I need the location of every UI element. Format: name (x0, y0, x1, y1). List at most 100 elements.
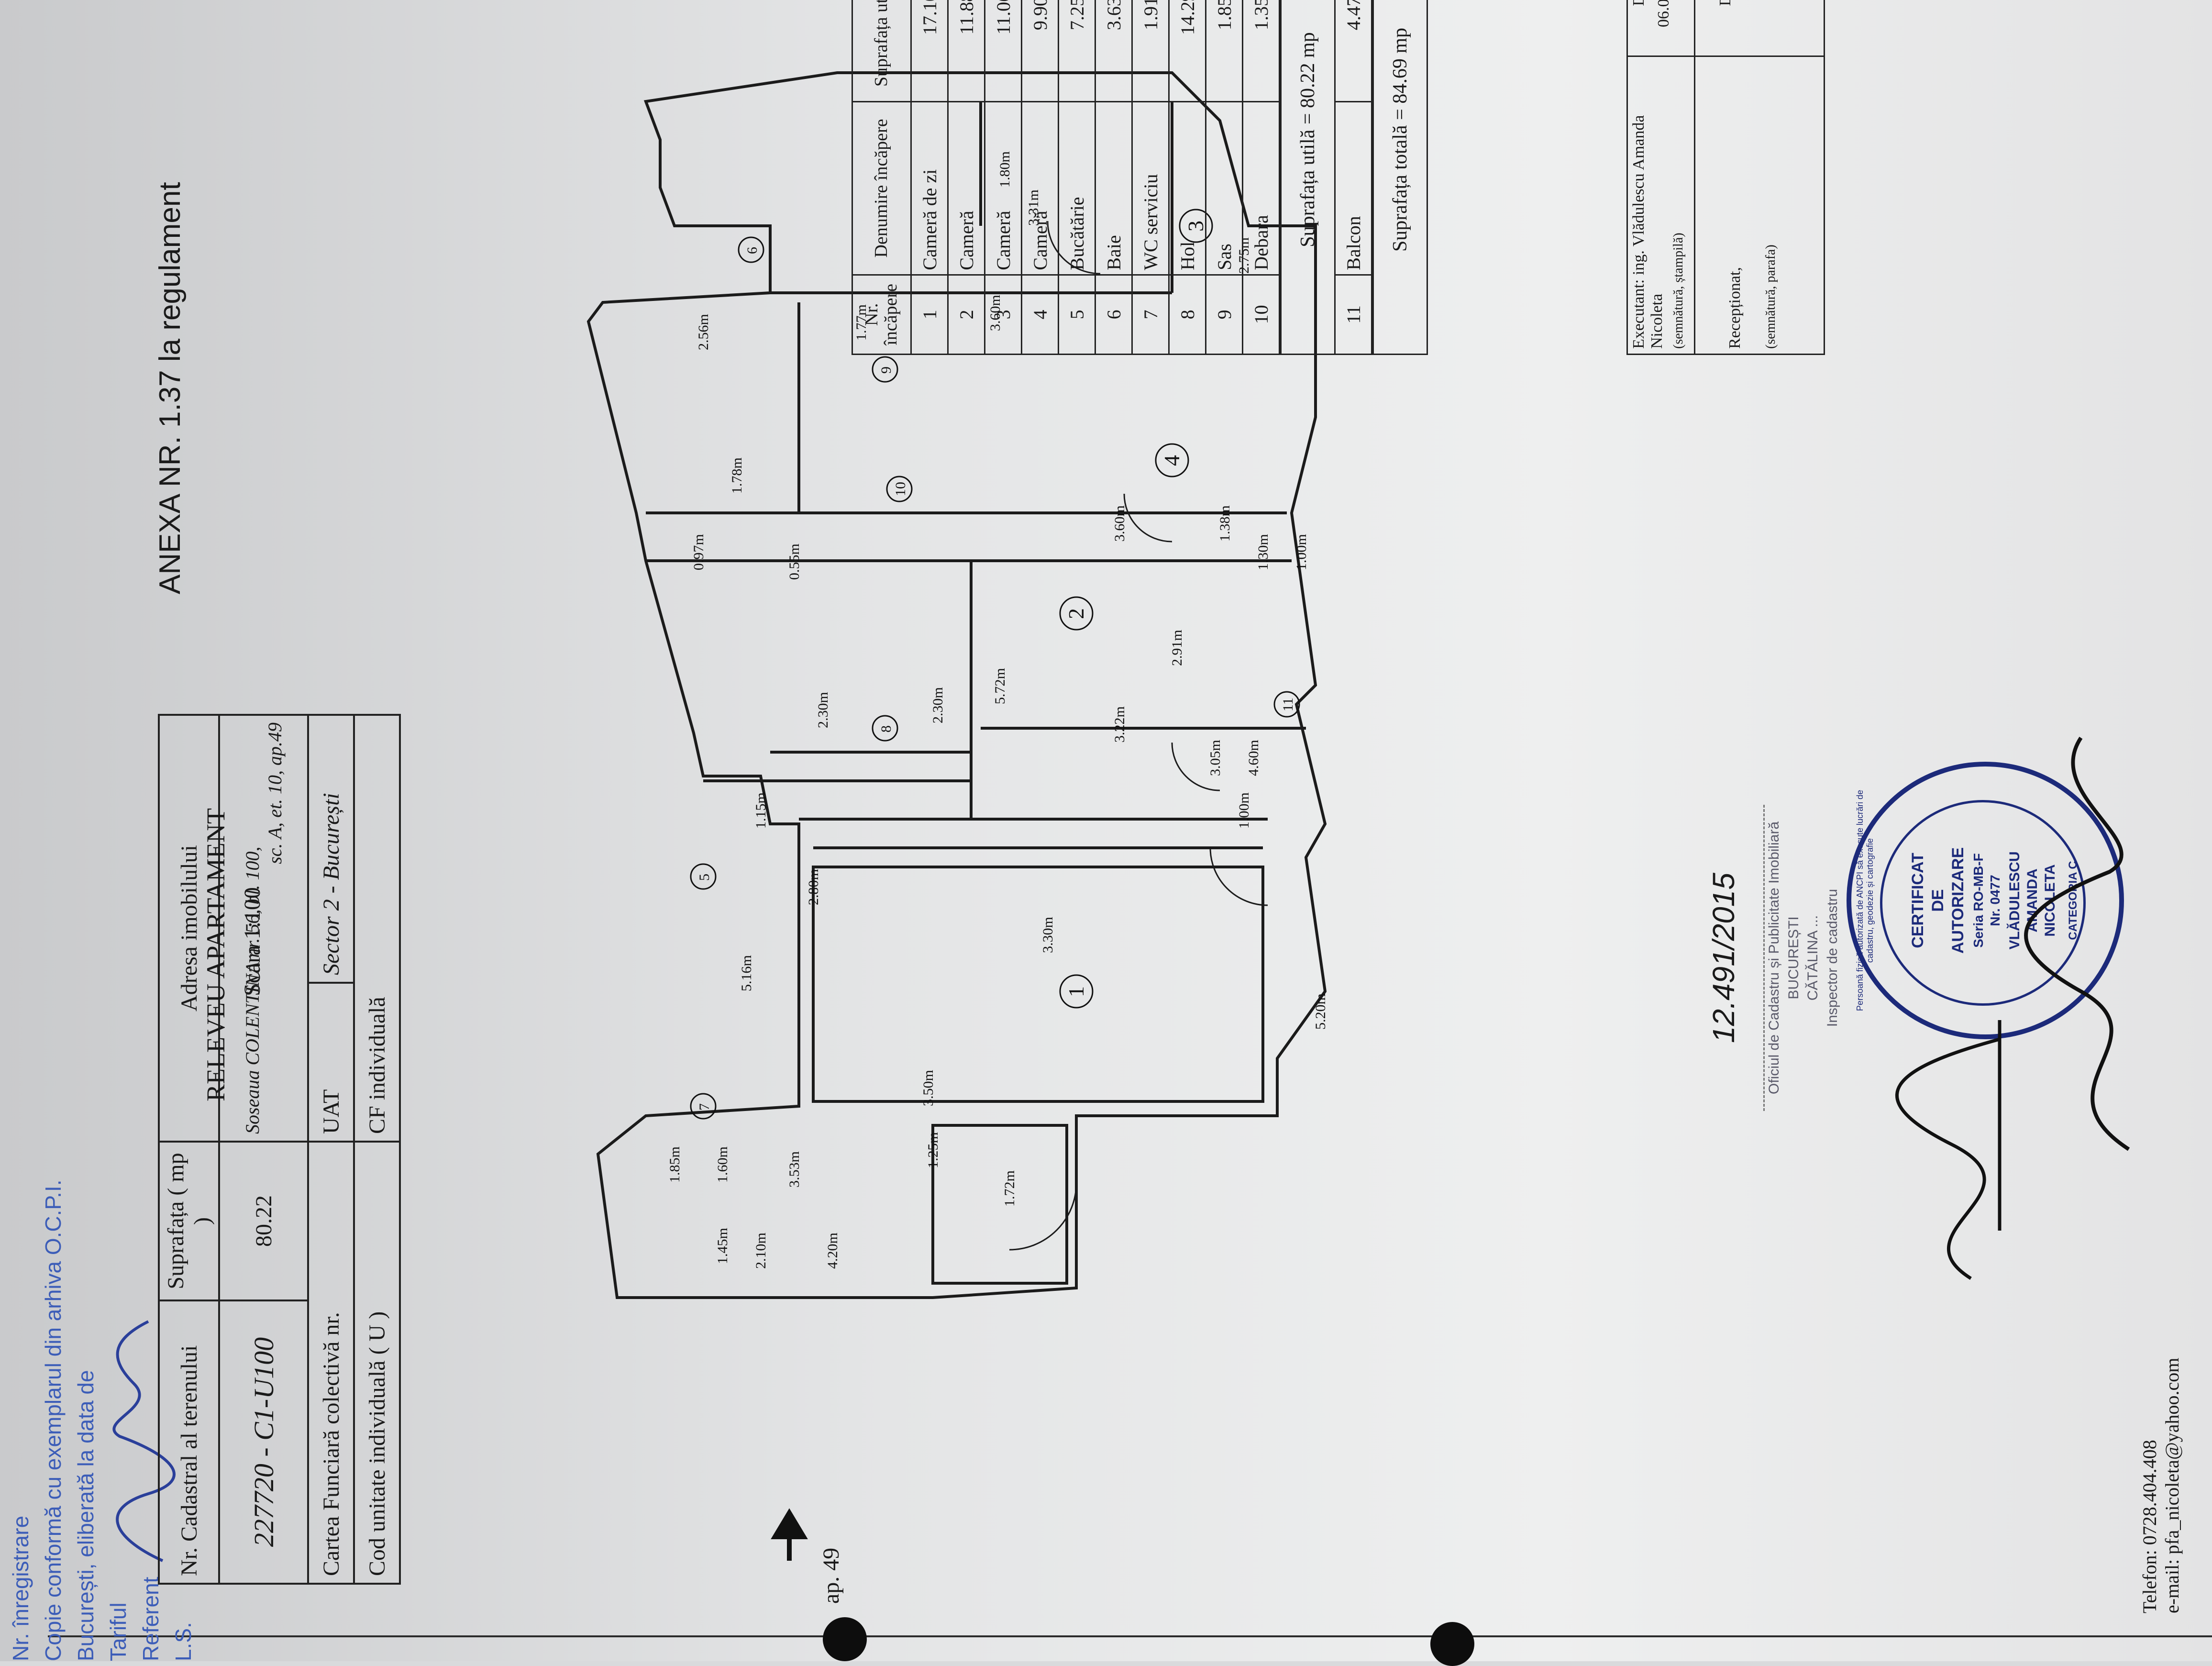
row-name: Sas (1206, 101, 1243, 275)
receipt-line-4: Inspector de cadastru (1824, 889, 1840, 1027)
svg-text:5: 5 (697, 874, 712, 881)
uat-value: Sector 2 - București (308, 715, 354, 983)
row-nr: 10 (1242, 275, 1280, 355)
contact-block: Telefon: 0728.404.408 e-mail: pfa_nicole… (2138, 1358, 2183, 1613)
receipt-date: 12.491/2015 (1706, 873, 1741, 1043)
signature-table: Executant: ing. Vlădulescu Amanda Nicole… (1626, 0, 1825, 355)
plan-dimension-label: 0.97m (691, 534, 707, 570)
floor-plan: 1 2 3 4 5 6 7 8 9 10 11 5.20m3.30m3.50m1… (586, 71, 1328, 1299)
row-nr: 5 (1058, 275, 1095, 355)
plan-dimension-label: 2.30m (815, 692, 831, 728)
row-area: 1.85 (1206, 0, 1243, 102)
plan-dimension-label: 1.38m (1217, 505, 1233, 542)
plan-dimension-label: 2.30m (930, 687, 946, 723)
plan-dimension-label: 2.10m (753, 1233, 769, 1269)
plan-dimension-label: 2.56m (696, 314, 711, 350)
stamp-line-4: Seria RO-MB-F (1971, 853, 1986, 948)
row-area: 9.90 (1021, 0, 1059, 102)
plan-dimension-label: 1.25m (925, 1132, 941, 1168)
cf-individuala-label: CF individuală (354, 715, 400, 1142)
balcony-area: 4.47 (1335, 0, 1372, 102)
row-name: Cameră (1021, 101, 1059, 275)
punch-hole-right (1430, 1622, 1474, 1666)
row-area: 1.91 (1132, 0, 1169, 102)
svg-text:1: 1 (1064, 986, 1088, 997)
cadastral-info-table: Nr. Cadastral al terenului Suprafața ( m… (158, 714, 401, 1585)
balcony-name: Balcon (1335, 101, 1372, 275)
inspector-signature (1895, 1020, 2002, 1280)
receipt-stamp: 12.491/2015 Oficiul de Cadastru și Publi… (1703, 805, 1842, 1111)
svg-text:4: 4 (1160, 455, 1184, 466)
cadastral-nr-label: Nr. Cadastral al terenului (159, 1300, 219, 1584)
stamp-ring-text: Persoană fizică autorizată de ANCPI să e… (1855, 789, 1875, 1011)
stamp-line-3: AUTORIZARE (1949, 847, 1967, 954)
svg-text:2: 2 (1064, 608, 1088, 619)
receipt-line-3: CĂTĂLINA ... (1805, 915, 1821, 1001)
row-name: Bucătărie (1058, 101, 1095, 275)
plan-dimension-label: 1.72m (1002, 1170, 1018, 1207)
receipt-line-2: BUCUREȘTI (1785, 916, 1802, 1000)
plan-dimension-label: 3.60m (987, 295, 1003, 331)
plan-dimension-label: 3.22m (1112, 706, 1128, 743)
plan-dimension-label: 1.85m (667, 1146, 683, 1183)
plan-dimension-label: 4.20m (825, 1233, 841, 1269)
usable-total: Suprafața utilă = 80.22 mp (1280, 0, 1335, 355)
plan-dimension-label: 1.00m (1236, 792, 1252, 829)
plan-dimension-label: 0.55m (786, 544, 802, 580)
stamp-line-1: CERTIFICAT (1909, 853, 1927, 948)
row-nr: 4 (1021, 275, 1059, 355)
executant-date-cell: Data 06.03.2015 (1627, 0, 1695, 56)
plan-dimension-label: 1.78m (729, 457, 745, 494)
grand-total: Suprafața totală = 84.69 mp (1372, 0, 1427, 355)
ocpi-line-2: Copie conformă cu exemplarul din arhiva … (41, 1179, 66, 1661)
receptionat-label: Recepționat, (1726, 267, 1744, 349)
row-area: 1.35 (1242, 0, 1280, 102)
contact-email: e-mail: pfa_nicoleta@yahoo.com (2161, 1357, 2183, 1613)
row-area: 11.06 (984, 0, 1022, 102)
row-nr: 7 (1132, 275, 1169, 355)
receipt-line-1: Oficiul de Cadastru și Publicitate Imobi… (1763, 805, 1784, 1111)
svg-text:6: 6 (744, 247, 760, 254)
row-name: Hol (1169, 101, 1206, 275)
row-name: Cameră (984, 101, 1022, 275)
row-name: Debara (1242, 101, 1280, 275)
receptionat-note: (semnătură, parafa) (1763, 244, 1778, 349)
executant-cell: Executant: ing. Vlădulescu Amanda Nicole… (1627, 56, 1695, 355)
plan-dimension-label: 2.75m (1236, 237, 1252, 274)
col-header-nr: Nr. încăpere (852, 275, 911, 355)
apartment-label-text: ap. 49 (818, 1547, 844, 1604)
referent-signature (112, 1320, 176, 1562)
plan-dimension-label: 3.60m (1112, 505, 1128, 542)
apartment-label: ap. 49 (818, 1548, 844, 1604)
receptionat-cell: Recepționat, (semnătură, parafa) (1694, 56, 1825, 355)
row-nr: 9 (1206, 275, 1243, 355)
plan-dimension-label: 2.91m (1169, 630, 1185, 666)
row-name: Cameră de zi (911, 101, 948, 275)
cadastral-nr-value: 227720 - C1-U100 (219, 1300, 308, 1584)
plan-dimension-label: 1.60m (715, 1146, 730, 1183)
data-label: Data (1630, 0, 1648, 51)
scale-label: Scara 1:100 (240, 887, 265, 996)
plan-dimension-label: 3.50m (920, 1070, 936, 1106)
data-label-2: Data (1716, 0, 1735, 51)
balcony-nr: 11 (1335, 275, 1372, 355)
row-nr: 3 (984, 275, 1022, 355)
executant-signature (2024, 736, 2130, 1151)
data-value: 06.03.2015 (1655, 0, 1673, 51)
punch-hole-left (823, 1617, 867, 1661)
svg-text:8: 8 (878, 725, 894, 733)
ocpi-line-1: Nr. înregistrare (8, 1515, 33, 1661)
address-line-2: sc. A, et. 10, ap.49 (264, 722, 286, 864)
